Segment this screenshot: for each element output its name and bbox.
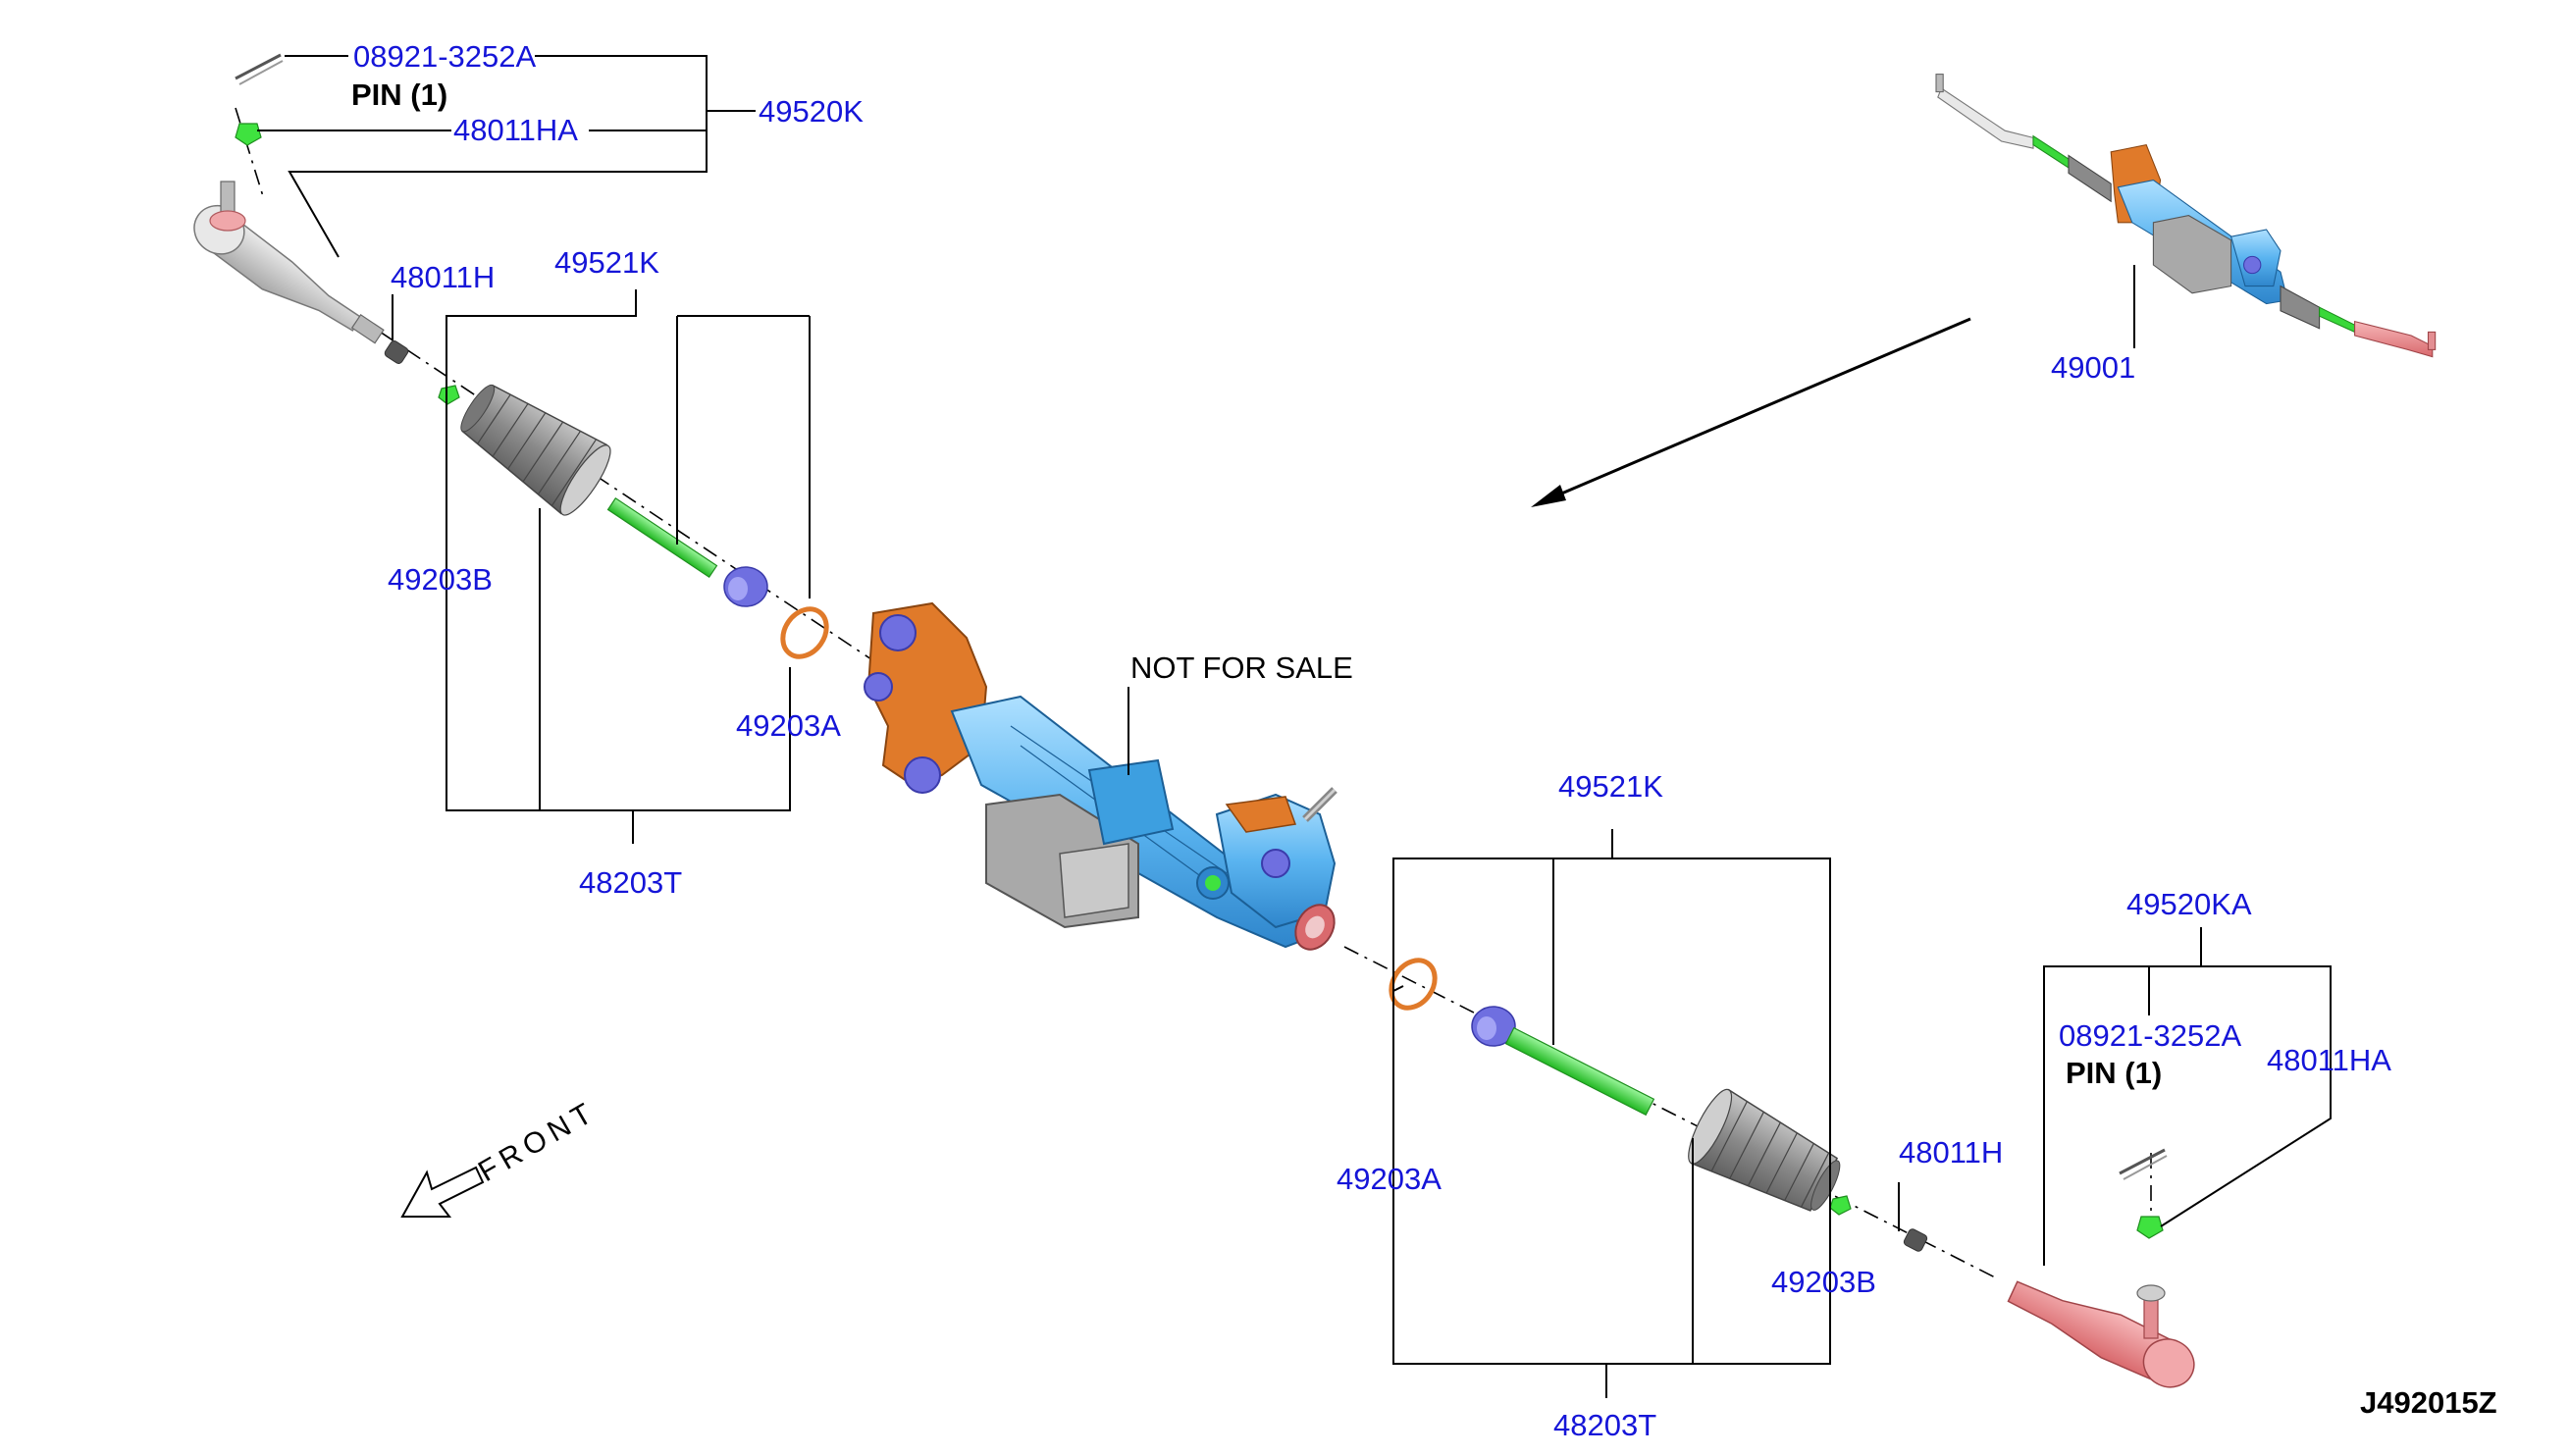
label-left-clamp-b: 49203B (388, 562, 493, 597)
label-right-tie-rod-end-assy: 49520KA (2126, 887, 2252, 921)
left-clamp-a-part (780, 606, 829, 659)
right-inner-rod (1504, 1026, 1655, 1117)
right-inner-ball (1471, 1006, 1516, 1047)
leader-lines (257, 55, 2332, 1398)
left-inner-ball (723, 566, 768, 607)
label-right-clamp-a: 49203A (1337, 1162, 1442, 1196)
label-gear-assy: 49001 (2051, 350, 2135, 385)
left-ball-stud (209, 181, 246, 232)
label-left-pin-note: PIN (1) (351, 78, 447, 112)
right-nut-h-part (1903, 1228, 1928, 1252)
label-right-nut-ha: 48011HA (2267, 1043, 2391, 1077)
left-nut-ha-part (235, 123, 262, 146)
label-front: FRONT (473, 1095, 603, 1188)
label-left-nut-ha: 48011HA (453, 113, 578, 147)
callout-labels: 08921-3252A PIN (1) 48011HA 49520K 48011… (351, 39, 2497, 1442)
label-left-nut-h: 48011H (391, 260, 495, 294)
right-boot (1688, 1088, 1841, 1212)
view-arrow (1531, 317, 1971, 507)
label-right-clamp-b: 49203B (1771, 1265, 1876, 1299)
label-left-boot-kit: 48203T (579, 865, 682, 900)
gear-assembly-thumbnail (1935, 74, 2437, 358)
right-tie-rod-end (2007, 1280, 2195, 1388)
front-direction-arrow (400, 1166, 485, 1218)
right-cotter-pin (2119, 1148, 2168, 1180)
right-clamp-a-part (1389, 958, 1438, 1011)
label-not-for-sale: NOT FOR SALE (1130, 650, 1353, 685)
label-left-repair-kit: 49521K (554, 245, 659, 280)
left-nut-h-part (384, 340, 409, 364)
label-right-boot-kit: 48203T (1553, 1408, 1656, 1442)
right-nut-ha-part (2136, 1216, 2164, 1239)
label-left-clamp-a: 49203A (736, 708, 841, 743)
label-right-nut-h: 48011H (1899, 1135, 2003, 1170)
assembly-axis (235, 107, 2152, 1279)
label-left-pin-part: 08921-3252A (353, 39, 536, 74)
steering-gear-housing (864, 601, 1337, 951)
label-drawing-id: J492015Z (2360, 1385, 2497, 1420)
left-clamp-b-part (438, 385, 460, 405)
left-inner-rod (606, 496, 718, 579)
right-ball-stud (2136, 1284, 2166, 1339)
right-clamp-b-part (1829, 1195, 1852, 1216)
label-right-repair-kit: 49521K (1558, 769, 1663, 804)
label-right-pin-part: 08921-3252A (2059, 1018, 2241, 1053)
label-left-tie-rod-end-assy: 49520K (759, 94, 864, 129)
label-right-pin-note: PIN (1) (2066, 1056, 2162, 1090)
left-boot (460, 384, 611, 516)
left-cotter-pin (235, 53, 284, 85)
